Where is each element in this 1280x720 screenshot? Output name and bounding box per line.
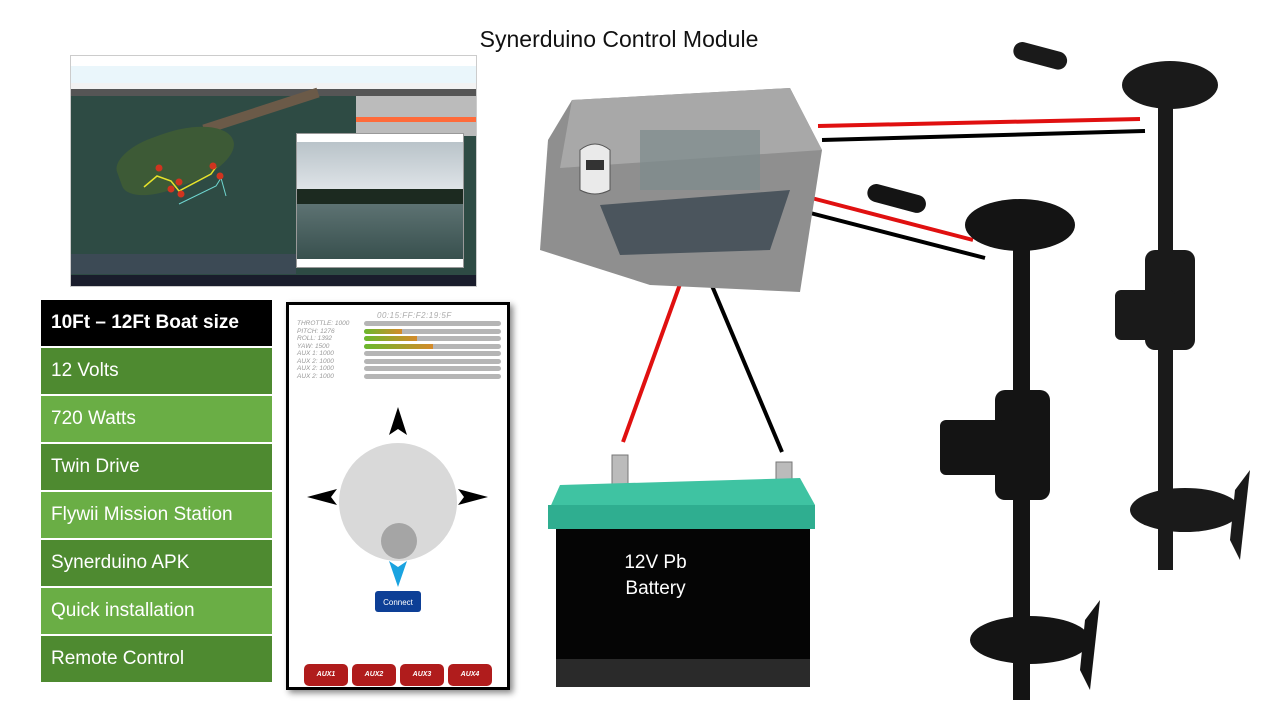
wire-red-motor2 xyxy=(799,193,974,242)
tab-bar xyxy=(71,83,476,89)
channel-bar-fill xyxy=(364,336,418,341)
waypoint-path xyxy=(143,162,227,205)
aux4-button[interactable]: AUX4 xyxy=(448,664,492,686)
connect-button[interactable]: Connect xyxy=(375,591,421,612)
channel-bar xyxy=(364,336,501,341)
channel-bar xyxy=(364,321,501,326)
control-module-enclosure xyxy=(540,88,822,292)
arrow-right-icon xyxy=(458,489,488,505)
channel-label: AUX 2: 1000 xyxy=(297,365,334,372)
channel-bar xyxy=(364,351,501,356)
trolling-motor-2 xyxy=(867,184,1100,700)
wire-red-motor1 xyxy=(817,117,1141,128)
toolbar xyxy=(71,66,476,83)
channel-label: AUX 2: 1000 xyxy=(297,357,334,365)
channel-bar-fill xyxy=(364,343,433,349)
direction-arrows xyxy=(307,407,488,587)
channel-label: AUX 1: 1000 xyxy=(297,350,334,357)
battery-label-line1: 12V Pb xyxy=(624,552,687,573)
map-toolbar xyxy=(71,89,476,96)
mission-station-screenshot xyxy=(70,55,477,287)
wire-black-battery xyxy=(700,261,784,453)
channel-label: PITCH: 1276 xyxy=(297,327,335,335)
spec-drive: Twin Drive xyxy=(41,444,272,492)
channel-label: ROLL: 1392 xyxy=(297,335,333,342)
waypoint-table xyxy=(356,96,476,136)
channel-bar xyxy=(364,358,501,364)
spec-boat-size: 10Ft – 12Ft Boat size xyxy=(41,300,272,348)
battery-label: 12V Pb Battery xyxy=(598,550,713,602)
taskbar xyxy=(71,275,476,286)
wire-black-motor2 xyxy=(786,205,986,260)
channel-bar xyxy=(364,366,501,371)
status-bar xyxy=(71,254,296,274)
device-id: 00:15:FF:F2:19:5F xyxy=(377,311,452,320)
video-window xyxy=(296,133,464,268)
wire-red-battery xyxy=(621,261,690,443)
spec-mission-station: Flywii Mission Station xyxy=(41,492,272,540)
spec-installation: Quick installation xyxy=(41,588,272,636)
arrow-up-icon xyxy=(389,407,407,435)
arrow-left-icon xyxy=(307,489,337,505)
wire-black-motor1 xyxy=(821,129,1146,142)
slide-title: Synerduino Control Module xyxy=(479,26,759,52)
spec-remote: Remote Control xyxy=(41,636,272,684)
spec-list: 10Ft – 12Ft Boat size 12 Volts 720 Watts… xyxy=(41,300,272,684)
channel-bar xyxy=(364,328,501,334)
spec-volts: 12 Volts xyxy=(41,348,272,396)
channel-label: THROTTLE: 1000 xyxy=(297,320,350,327)
window-titlebar xyxy=(71,56,476,66)
aux1-button[interactable]: AUX1 xyxy=(304,664,348,686)
aux3-button[interactable]: AUX3 xyxy=(400,664,444,686)
arrow-down-icon xyxy=(389,561,407,587)
battery xyxy=(548,454,815,687)
joystick-knob[interactable] xyxy=(381,523,417,559)
channel-bar xyxy=(364,343,501,349)
aux2-button[interactable]: AUX2 xyxy=(352,664,396,686)
battery-label-line2: Battery xyxy=(625,578,686,599)
trolling-motor-1 xyxy=(1013,42,1250,570)
channel-bar-fill xyxy=(364,328,403,334)
channel-label: YAW: 1500 xyxy=(297,342,330,350)
spec-watts: 720 Watts xyxy=(41,396,272,444)
channel-label: AUX 2: 1000 xyxy=(297,372,334,380)
channel-bar xyxy=(364,373,501,379)
spec-apk: Synerduino APK xyxy=(41,540,272,588)
